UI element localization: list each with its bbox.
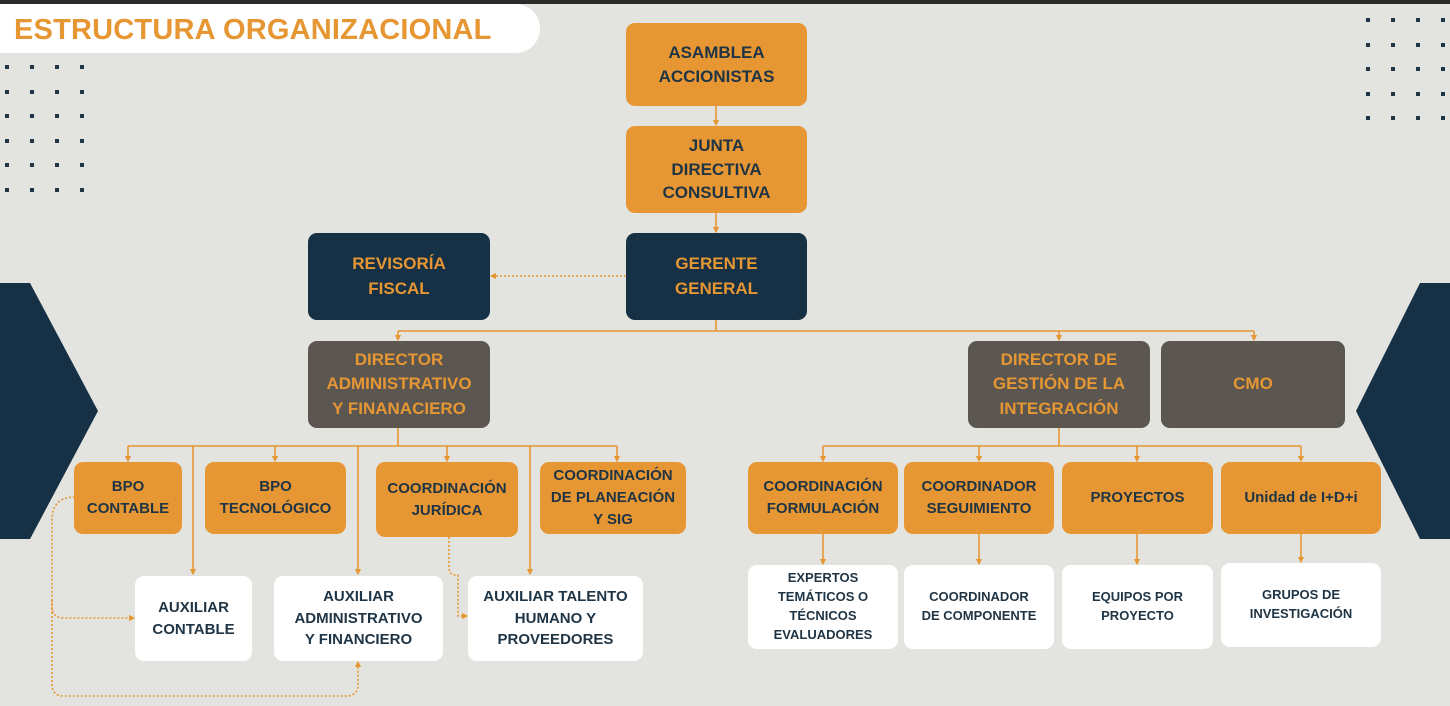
node-auxiliar-contable: AUXILIAR CONTABLE (135, 576, 252, 661)
dot-decoration (1391, 116, 1395, 120)
node-coordinador-componente: COORDINADOR DE COMPONENTE (904, 565, 1054, 649)
dot-decoration (1366, 42, 1370, 47)
node-expertos-tematicos: EXPERTOS TEMÁTICOS O TÉCNICOS EVALUADORE… (748, 565, 898, 649)
dot-decoration (5, 65, 9, 69)
node-revisoria-fiscal: REVISORÍA FISCAL (308, 233, 490, 320)
node-unidad-idi: Unidad de I+D+i (1221, 462, 1381, 534)
dot-decoration (80, 65, 84, 69)
node-coordinacion-juridica: COORDINACIÓN JURÍDICA (376, 462, 518, 537)
dot-decoration (80, 89, 84, 94)
dot-decoration (5, 163, 9, 167)
node-coordinacion-formulacion: COORDINACIÓN FORMULACIÓN (748, 462, 898, 534)
dot-grid-decoration-right (1366, 18, 1446, 128)
node-director-gestion: DIRECTOR DE GESTIÓN DE LA INTEGRACIÓN (968, 341, 1150, 428)
dot-decoration (55, 138, 59, 143)
node-equipos-proyecto: EQUIPOS POR PROYECTO (1062, 565, 1213, 649)
dot-decoration (1441, 18, 1445, 22)
title-banner: ESTRUCTURA ORGANIZACIONAL (0, 4, 540, 53)
node-junta-directiva: JUNTA DIRECTIVA CONSULTIVA (626, 126, 807, 213)
dot-decoration (5, 187, 9, 192)
dot-decoration (1416, 42, 1420, 47)
node-auxiliar-administrativo: AUXILIAR ADMINISTRATIVO Y FINANCIERO (274, 576, 443, 661)
node-auxiliar-talento: AUXILIAR TALENTO HUMANO Y PROVEEDORES (468, 576, 643, 661)
node-bpo-contable: BPO CONTABLE (74, 462, 182, 534)
dot-decoration (1366, 18, 1370, 22)
node-bpo-tecnologico: BPO TECNOLÓGICO (205, 462, 346, 534)
dot-decoration (1366, 116, 1370, 120)
dot-decoration (55, 114, 59, 118)
dot-decoration (1391, 67, 1395, 71)
dot-decoration (1441, 42, 1445, 47)
node-asamblea-accionistas: ASAMBLEA ACCIONISTAS (626, 23, 807, 106)
dot-decoration (1441, 116, 1445, 120)
node-coordinador-seguimiento: COORDINADOR SEGUIMIENTO (904, 462, 1054, 534)
dot-decoration (30, 114, 34, 118)
dot-decoration (80, 138, 84, 143)
dot-decoration (1366, 91, 1370, 96)
dot-decoration (1416, 67, 1420, 71)
dot-decoration (5, 138, 9, 143)
dot-decoration (1416, 18, 1420, 22)
node-proyectos: PROYECTOS (1062, 462, 1213, 534)
dot-decoration (30, 163, 34, 167)
dot-decoration (80, 114, 84, 118)
dot-decoration (5, 114, 9, 118)
dot-decoration (1416, 91, 1420, 96)
dot-decoration (1391, 91, 1395, 96)
dot-decoration (1366, 67, 1370, 71)
chevron-decoration-right (1356, 283, 1450, 539)
top-border-line (0, 0, 1450, 4)
dot-decoration (1391, 18, 1395, 22)
dot-grid-decoration-left (5, 65, 85, 195)
dot-decoration (80, 187, 84, 192)
dot-decoration (55, 187, 59, 192)
dot-decoration (30, 89, 34, 94)
page-title: ESTRUCTURA ORGANIZACIONAL (14, 14, 492, 46)
dot-decoration (1441, 67, 1445, 71)
dot-decoration (30, 187, 34, 192)
node-cmo: CMO (1161, 341, 1345, 428)
dot-decoration (5, 89, 9, 94)
dot-decoration (30, 138, 34, 143)
dot-decoration (55, 65, 59, 69)
dot-decoration (1391, 42, 1395, 47)
dot-decoration (1441, 91, 1445, 96)
dot-decoration (55, 163, 59, 167)
node-gerente-general: GERENTE GENERAL (626, 233, 807, 320)
dot-decoration (80, 163, 84, 167)
node-coordinacion-planeacion: COORDINACIÓN DE PLANEACIÓN Y SIG (540, 462, 686, 534)
dot-decoration (1416, 116, 1420, 120)
dot-decoration (55, 89, 59, 94)
node-grupos-investigacion: GRUPOS DE INVESTIGACIÓN (1221, 563, 1381, 647)
chevron-decoration-left (0, 283, 98, 539)
node-director-administrativo: DIRECTOR ADMINISTRATIVO Y FINANACIERO (308, 341, 490, 428)
dot-decoration (30, 65, 34, 69)
